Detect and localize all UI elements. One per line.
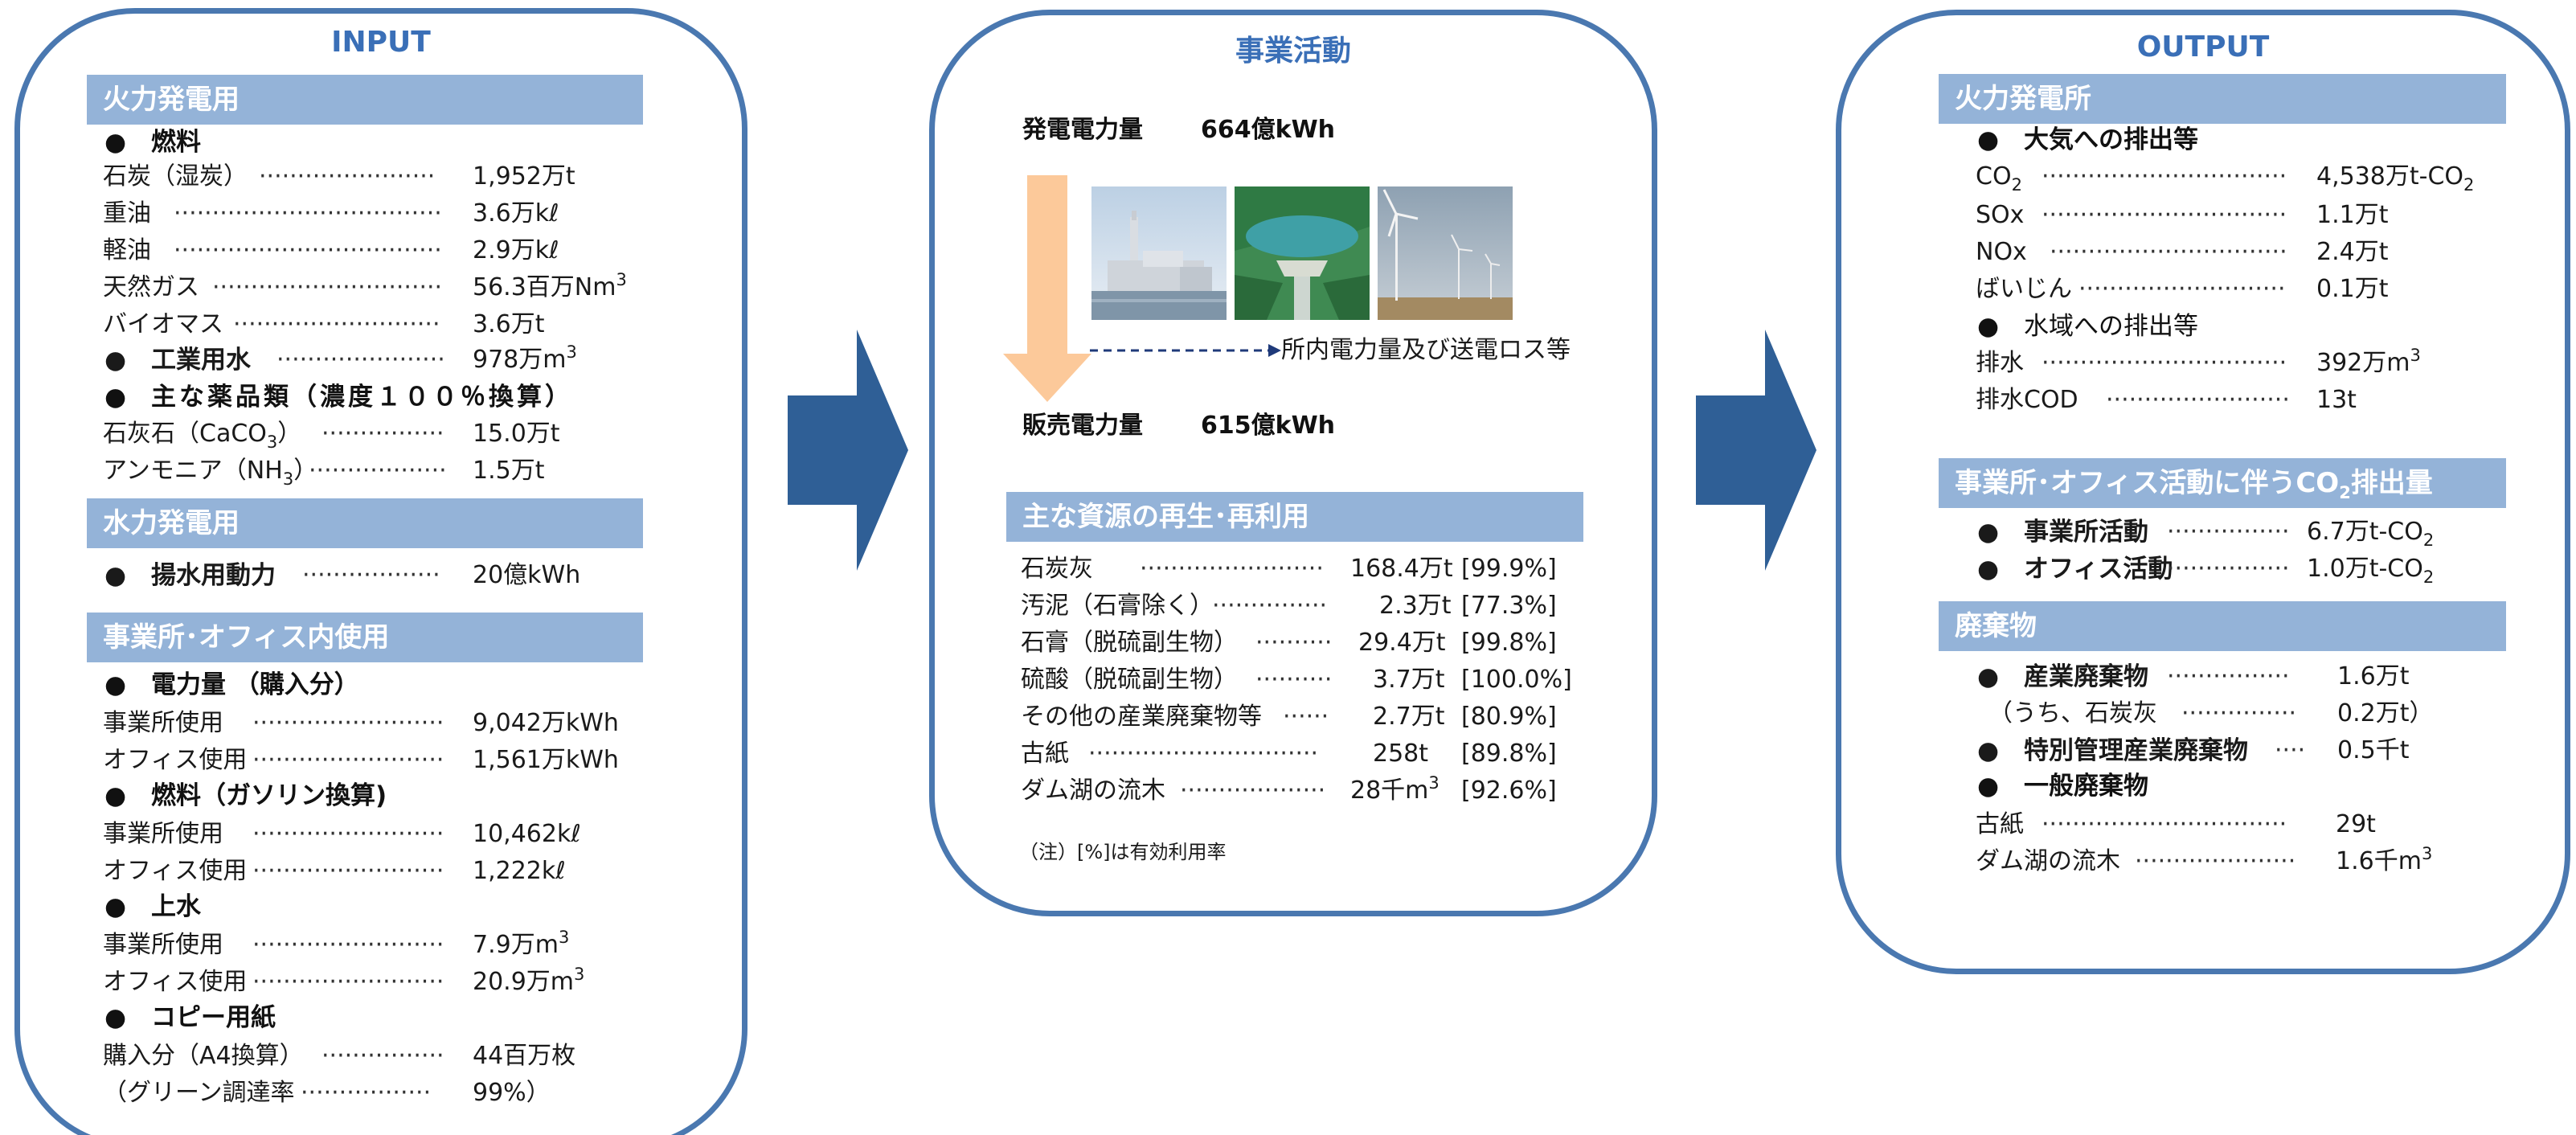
fuel-value: 3.6万t bbox=[473, 310, 545, 338]
chemicals-heading: ●主な薬品類（濃度１００％換算） bbox=[104, 383, 573, 412]
flow-arrow-business-to-output bbox=[1696, 330, 1816, 571]
recycle-bar: 主な資源の再生･再利用 bbox=[1006, 492, 1583, 542]
thermal-output-bar: 火力発電所 bbox=[1939, 74, 2506, 124]
fuel-heading: ●燃料 bbox=[104, 128, 201, 157]
fuel-label: 重油 bbox=[103, 199, 151, 227]
fuel-value: 2.9万kℓ bbox=[473, 236, 559, 264]
input-title: INPUT bbox=[331, 26, 431, 59]
water-emission-heading: ●水域への排出等 bbox=[1977, 312, 2198, 341]
flow-arrow-input-to-business bbox=[788, 330, 908, 571]
generated-power-label: 発電電力量 bbox=[1022, 116, 1143, 144]
input-panel bbox=[14, 8, 747, 1135]
fuel-label: 天然ガス bbox=[103, 273, 199, 301]
loss-dashed-arrow bbox=[1090, 344, 1281, 357]
generated-power-value: 664億kWh bbox=[1201, 116, 1336, 144]
power-flow-down-arrow bbox=[1003, 175, 1091, 402]
thermal-plant-photo bbox=[1091, 186, 1227, 320]
business-title: 事業活動 bbox=[1235, 35, 1351, 68]
fuel-value: 56.3百万Nm3 bbox=[473, 270, 627, 301]
fuel-value: 1,952万t bbox=[473, 162, 575, 191]
fuel-value: 3.6万kℓ bbox=[473, 199, 559, 227]
effective-use-note: （注）[%]は有効利用率 bbox=[1019, 841, 1227, 863]
office-input-bar: 事業所･オフィス内使用 bbox=[87, 613, 643, 662]
industrial-water-heading: ●工業用水 bbox=[104, 346, 251, 375]
dam-photo bbox=[1235, 186, 1370, 320]
fuel-label: バイオマス bbox=[103, 310, 223, 338]
chem-label: アンモニア（NH3） bbox=[103, 457, 318, 489]
co2-office-bar: 事業所･オフィス活動に伴うCO2排出量 bbox=[1939, 458, 2506, 508]
power-purchase-heading: ●電力量 （購入分） bbox=[104, 670, 359, 699]
gasoline-heading: ●燃料（ガソリン換算) bbox=[104, 781, 387, 810]
chem-label: 石灰石（CaCO3） bbox=[103, 420, 302, 452]
output-title: OUTPUT bbox=[2136, 31, 2270, 64]
sold-power-value: 615億kWh bbox=[1201, 412, 1336, 440]
chem-value: 15.0万t bbox=[473, 420, 560, 448]
industrial-water-value: 978万m3 bbox=[473, 342, 577, 374]
thermal-input-bar: 火力発電用 bbox=[87, 75, 643, 125]
loss-label: 所内電力量及び送電ロス等 bbox=[1281, 336, 1571, 364]
pump-power-heading: ●揚水用動力 bbox=[104, 561, 276, 590]
fuel-label: 石炭（湿炭） bbox=[103, 162, 248, 191]
waste-bar: 廃棄物 bbox=[1939, 601, 2506, 651]
wind-turbine-photo bbox=[1378, 186, 1513, 320]
general-waste-heading: ●一般廃棄物 bbox=[1977, 772, 2148, 801]
sold-power-label: 販売電力量 bbox=[1022, 412, 1143, 440]
copy-paper-heading: ●コピー用紙 bbox=[104, 1003, 276, 1032]
hydro-input-bar: 水力発電用 bbox=[87, 498, 643, 548]
tap-water-heading: ●上水 bbox=[104, 892, 201, 921]
air-emission-heading: ●大気への排出等 bbox=[1977, 125, 2198, 154]
chem-value: 1.5万t bbox=[473, 457, 545, 485]
business-panel bbox=[929, 10, 1657, 916]
pump-power-value: 20億kWh bbox=[473, 561, 581, 589]
fuel-label: 軽油 bbox=[103, 236, 151, 264]
